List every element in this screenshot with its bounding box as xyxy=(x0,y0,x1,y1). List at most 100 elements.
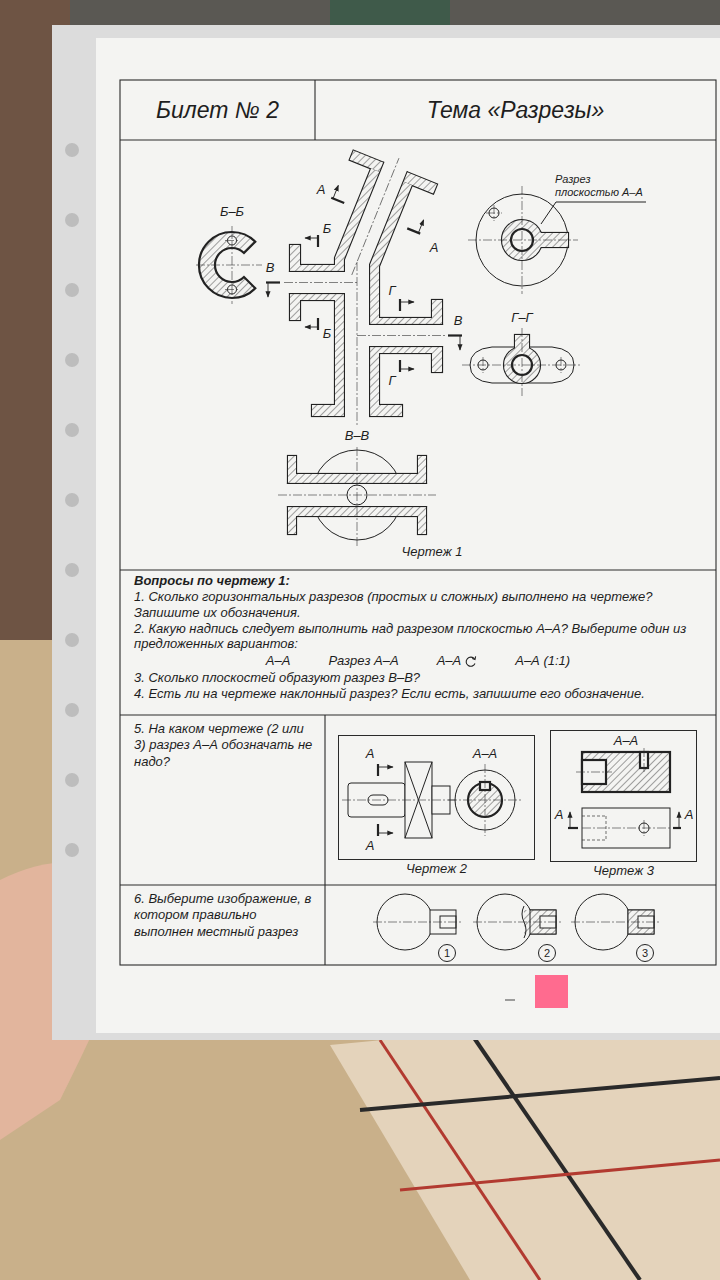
table-grid xyxy=(120,80,716,965)
plastic-sleeve xyxy=(65,213,79,227)
local-section-options xyxy=(571,922,660,923)
cutting-plane-mark xyxy=(305,238,318,239)
drawing-3-figure xyxy=(582,828,670,829)
plastic-sleeve xyxy=(65,703,79,717)
main-section-view xyxy=(418,220,423,233)
section-v-view xyxy=(357,447,358,546)
table-grid xyxy=(120,80,716,965)
main-section-view xyxy=(357,335,445,336)
section-letter: А xyxy=(365,839,376,853)
main-section-view xyxy=(307,140,443,293)
plastic-sleeve xyxy=(52,25,720,1040)
drawing-3-figure xyxy=(679,812,680,828)
plastic-sleeve xyxy=(52,25,720,1040)
header-text: Билет № 2 xyxy=(156,97,279,124)
drawing-3-figure xyxy=(673,827,681,829)
answer-options: А–АРазрез А–АА–АА–А (1:1) xyxy=(134,653,702,669)
section-letter: Б xyxy=(322,222,332,236)
drawing-2-figure xyxy=(342,800,456,801)
drawing-3-figure xyxy=(576,772,612,773)
question-text: 5. На каком чертеже (2 или 3) разрез А–А… xyxy=(134,721,314,770)
option-number-text: 2 xyxy=(544,948,550,959)
drawing-caption: Чертеж 3 xyxy=(531,863,716,879)
view-title: А–А xyxy=(472,747,499,761)
photo-background xyxy=(330,1008,720,1280)
section-g-view xyxy=(522,328,523,396)
cutting-plane-mark xyxy=(268,283,269,298)
section-letter: А xyxy=(684,808,695,822)
drawing-frame: Чертеж 3 xyxy=(550,730,697,862)
section-letter: А xyxy=(316,183,327,197)
question-text: 3. Сколько плоскостей образуют разрез В–… xyxy=(134,670,702,686)
plastic-sleeve xyxy=(535,975,568,1008)
table-grid xyxy=(324,715,325,965)
section-b-view xyxy=(225,289,239,290)
main-section-view xyxy=(352,158,399,275)
plastic-sleeve xyxy=(65,283,79,297)
table-grid xyxy=(120,139,716,140)
option-number-text: 3 xyxy=(642,948,648,959)
cutting-plane-mark xyxy=(399,299,401,311)
cutting-plane-mark xyxy=(317,235,319,247)
section-letter: Б xyxy=(322,327,332,341)
view-title: В–В xyxy=(344,429,371,443)
plastic-sleeve xyxy=(65,423,79,437)
question-text: 6. Выберите изображение, в котором прави… xyxy=(134,891,314,940)
main-section-view xyxy=(331,198,344,203)
plastic-sleeve xyxy=(65,353,79,367)
section-a-view xyxy=(468,186,646,294)
plastic-sleeve xyxy=(65,563,79,577)
drawing-3-figure xyxy=(582,840,606,841)
drawing-3-figure xyxy=(644,748,645,772)
plastic-sleeve xyxy=(96,38,720,1033)
drawing-caption: Чертеж 2 xyxy=(319,861,554,877)
drawing-2-figure xyxy=(377,824,379,836)
question-cell: 6. Выберите изображение, в котором прави… xyxy=(120,885,716,965)
section-a-view xyxy=(468,240,578,241)
section-letter: В xyxy=(265,261,276,275)
plastic-sleeve xyxy=(65,773,79,787)
question-block: Вопросы по чертежу 1:1. Сколько горизонт… xyxy=(120,570,716,715)
local-section-options xyxy=(473,922,562,923)
section-b-view xyxy=(232,226,233,304)
drawing-3-figure xyxy=(582,808,670,848)
rotation-sign xyxy=(466,657,475,666)
plastic-sleeve xyxy=(65,493,79,507)
cutting-plane-mark xyxy=(266,235,462,372)
main-section-view xyxy=(345,159,408,420)
section-letter: В xyxy=(453,314,464,328)
cutting-plane-mark xyxy=(460,336,461,351)
drawing-3-figure xyxy=(644,820,645,836)
view-title: А–А xyxy=(613,734,640,748)
section-b-view xyxy=(225,240,239,241)
rotation-sign xyxy=(464,655,477,668)
plastic-sleeve xyxy=(65,843,79,857)
photo-background xyxy=(470,1032,640,1280)
section-letter: А xyxy=(365,747,376,761)
local-section-options xyxy=(373,894,660,950)
section-letter: Г xyxy=(387,284,396,298)
leader-note: Разрез плоскостью А–А xyxy=(554,173,648,199)
drawing-caption: Чертеж 1 xyxy=(401,545,464,559)
view-title: Б–Б xyxy=(219,205,245,219)
header-cell: Тема «Разрезы» xyxy=(315,80,716,140)
cutting-plane-mark xyxy=(400,302,414,303)
main-section-view xyxy=(333,185,338,198)
rotation-sign xyxy=(472,656,475,659)
drawing-3-figure xyxy=(568,827,578,829)
drawing-2-figure xyxy=(485,764,486,836)
section-letter: Г xyxy=(387,374,396,388)
plastic-sleeve xyxy=(505,1000,515,1001)
question-text: А–А (1:1) xyxy=(515,653,570,669)
question-text: 1. Сколько горизонтальных разрезов (прос… xyxy=(134,589,702,621)
question-text: 4. Есть ли на чертеже наклонный разрез? … xyxy=(134,686,702,702)
section-letter: А xyxy=(554,808,565,822)
question-text: А–А xyxy=(266,653,291,669)
plastic-sleeve xyxy=(65,143,79,157)
question-text: Вопросы по чертежу 1: xyxy=(134,573,702,589)
photo-background xyxy=(360,1078,720,1110)
option-number: 2 xyxy=(538,944,556,962)
table-grid xyxy=(120,569,716,570)
